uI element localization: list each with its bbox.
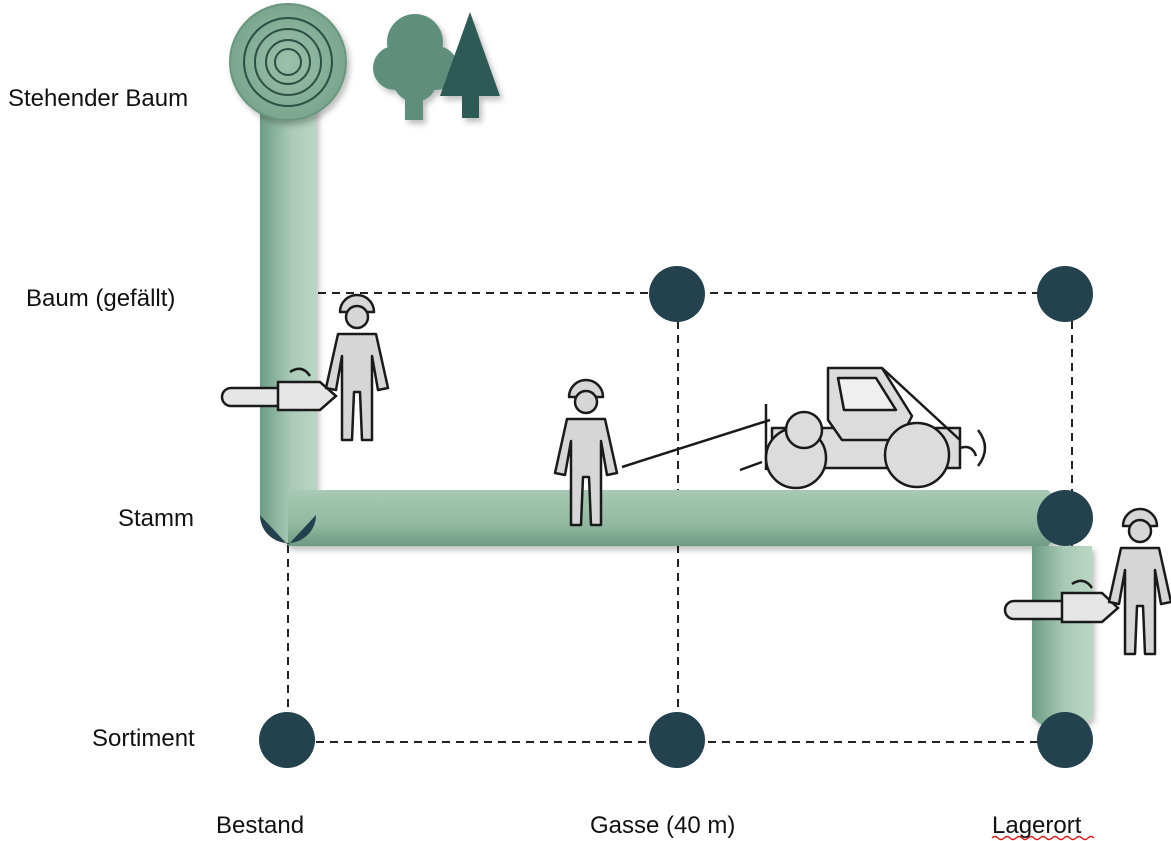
row-label-stem: Stamm [118,505,194,532]
row-labels: Stehender Baum Baum (gefällt) Stamm Sort… [8,85,195,752]
conifer-tree-icon [440,12,500,118]
chainsaw-icon [1003,579,1120,624]
forest-worker-icon [553,378,619,527]
node-stem-storage [1037,490,1093,546]
deciduous-tree-icon [373,14,458,120]
node-assortment-stand [259,712,315,768]
skidder-icon [621,366,987,490]
forest-worker-icon [324,293,390,442]
flow-path [260,100,1092,742]
node-assortment-alley [649,712,705,768]
chainsaw-icon [220,367,338,412]
column-label-stand: Bestand [216,812,304,839]
row-label-standing-tree: Stehender Baum [8,85,188,112]
node-stem-stand [260,515,316,545]
vertical-flow-arrow [260,100,316,545]
column-label-alley: Gasse (40 m) [590,812,735,839]
row-label-assortment: Sortiment [92,725,195,752]
process-nodes [259,266,1093,768]
column-label-storage: Lagerort [992,812,1082,839]
column-labels: Bestand Gasse (40 m) Lagerort [216,812,1095,841]
tree-ring-icon [229,3,347,121]
row-label-felled-tree: Baum (gefällt) [26,285,175,312]
horizontal-flow-arrow [288,490,1074,546]
node-assortment-storage [1037,712,1093,768]
node-felled-alley [649,266,705,322]
node-felled-storage [1037,266,1093,322]
forest-worker-icon [1107,507,1171,656]
spellcheck-underline [991,835,1095,841]
